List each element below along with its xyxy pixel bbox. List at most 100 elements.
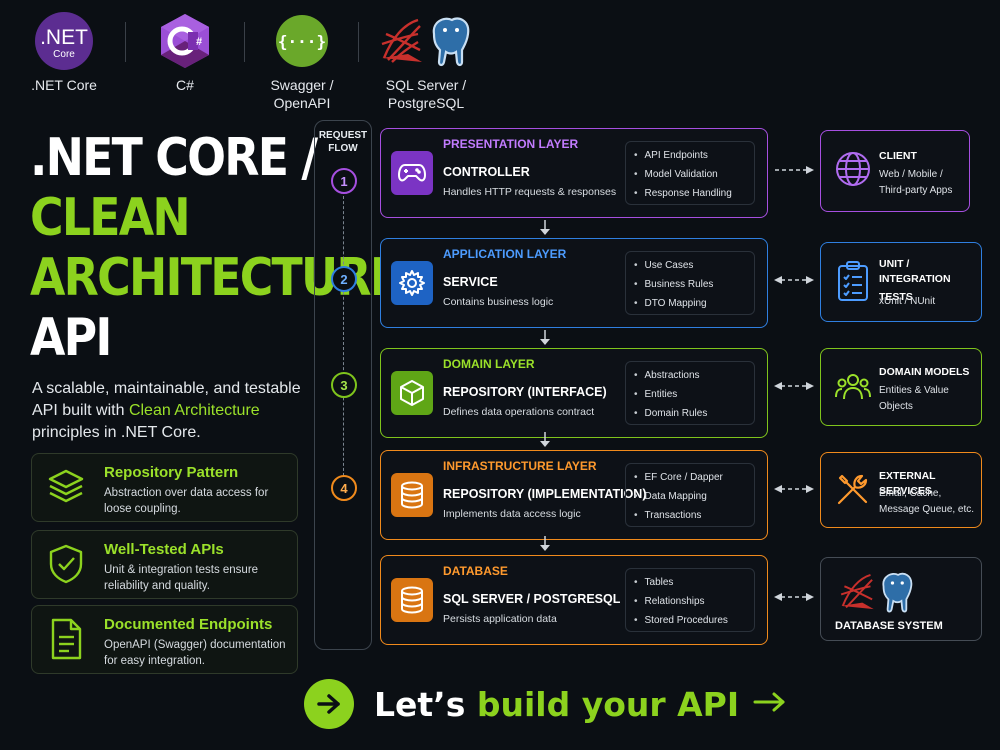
list-item: Domain Rules	[634, 404, 746, 423]
layer-tag: DOMAIN LAYER	[443, 357, 535, 371]
layer-items: Tables Relationships Stored Procedures	[625, 568, 755, 632]
layer-desc: Implements data access logic	[443, 508, 581, 520]
list-item: Response Handling	[634, 184, 746, 203]
hero-title-line2: CLEAN	[30, 188, 191, 248]
tech-label: PostgreSQL	[387, 95, 465, 111]
gamepad-icon	[391, 151, 433, 195]
side-database-system: DATABASE SYSTEM	[820, 557, 982, 641]
divider	[358, 22, 359, 62]
layer-name: REPOSITORY (IMPLEMENTATION)	[443, 487, 647, 501]
layer-tag: APPLICATION LAYER	[443, 247, 567, 261]
layer-domain: DOMAIN LAYER REPOSITORY (INTERFACE) Defi…	[380, 348, 768, 438]
hero-highlight: Clean Architecture	[128, 402, 260, 419]
layer-desc: Handles HTTP requests & responses	[443, 186, 617, 198]
flow-step-3: 3	[331, 372, 357, 398]
layer-name: CONTROLLER	[443, 165, 530, 179]
globe-icon	[833, 149, 873, 189]
hero-description: A scalable, maintainable, and testable A…	[32, 380, 301, 441]
down-arrow-icon	[540, 330, 550, 345]
layer-name: SQL SERVER / POSTGRESQL	[443, 592, 621, 606]
bidirectional-arrow-icon	[774, 593, 814, 601]
feature-card-repository-pattern: Repository Pattern Abstraction over data…	[31, 453, 298, 522]
list-item: Use Cases	[634, 256, 746, 275]
feature-card-documented-endpoints: Documented Endpoints OpenAPI (Swagger) d…	[31, 605, 298, 674]
list-item: Data Mapping	[634, 487, 746, 506]
arrow-right-icon	[753, 691, 787, 718]
list-item: Entities	[634, 385, 746, 404]
layer-tag: INFRASTRUCTURE LAYER	[443, 459, 597, 473]
feature-desc: Unit & integration tests ensure reliabil…	[104, 564, 259, 592]
database-icon	[391, 473, 433, 517]
tech-label: OpenAPI	[273, 95, 331, 111]
layer-desc: Contains business logic	[443, 296, 554, 308]
request-flow: REQUEST FLOW 1 2 3 4	[314, 120, 372, 650]
svg-text:.NET: .NET	[40, 26, 88, 49]
tech-sql-postgres: SQL Server / PostgreSQL	[376, 12, 476, 112]
side-desc: Web / Mobile / Third-party Apps	[879, 169, 953, 196]
layer-items: EF Core / Dapper Data Mapping Transactio…	[625, 463, 755, 527]
tools-icon	[833, 469, 873, 509]
side-external-services: EXTERNAL SERVICES Email, Cache, Message …	[820, 452, 982, 528]
bidirectional-arrow-icon	[774, 276, 814, 284]
list-item: Transactions	[634, 506, 746, 525]
layer-infrastructure: INFRASTRUCTURE LAYER REPOSITORY (IMPLEME…	[380, 450, 768, 540]
list-item: Abstractions	[634, 366, 746, 385]
cube-icon	[391, 371, 433, 415]
feature-card-well-tested: Well-Tested APIs Unit & integration test…	[31, 530, 298, 599]
side-desc: Email, Cache, Message Queue, etc.	[879, 488, 975, 515]
right-arrow-icon	[775, 166, 814, 174]
flow-step-2: 2	[331, 266, 357, 292]
tech-label: C#	[176, 77, 194, 93]
down-arrow-icon	[540, 220, 550, 235]
feature-title: Repository Pattern	[104, 464, 239, 481]
hero-title-line1: .NET CORE /	[30, 128, 318, 188]
arrow-right-circle-icon[interactable]	[304, 679, 354, 729]
side-title: DATABASE SYSTEM	[835, 620, 943, 632]
document-icon	[44, 616, 88, 662]
cta-text[interactable]: Let’s build your API	[374, 684, 740, 724]
list-item: Model Validation	[634, 165, 746, 184]
layer-desc: Defines data operations contract	[443, 406, 595, 418]
hero-title-line4: API	[30, 308, 112, 368]
bidirectional-arrow-icon	[774, 382, 814, 390]
cta-highlight: build your API	[476, 684, 740, 724]
side-title: EXTERNAL SERVICES	[879, 470, 936, 497]
hero-title: .NET CORE / CLEAN ARCHITECTURE API	[30, 128, 401, 368]
tech-dotnet: .NET Core .NET Core	[28, 12, 100, 94]
tech-csharp: # C#	[155, 12, 215, 94]
tech-label: .NET Core	[31, 77, 97, 93]
swagger-logo-icon: {···}	[273, 12, 331, 70]
feature-desc: Abstraction over data access for loose c…	[104, 487, 269, 515]
tech-label: SQL Server /	[385, 77, 467, 93]
svg-text:#: #	[196, 36, 202, 48]
list-item: API Endpoints	[634, 146, 746, 165]
layer-items: Use Cases Business Rules DTO Mapping	[625, 251, 755, 315]
side-client: CLIENT Web / Mobile / Third-party Apps	[820, 130, 970, 212]
feature-title: Well-Tested APIs	[104, 541, 224, 558]
layer-name: SERVICE	[443, 275, 498, 289]
list-item: EF Core / Dapper	[634, 468, 746, 487]
clipboard-check-icon	[833, 261, 873, 301]
side-desc: Entities & Value Objects	[879, 385, 949, 412]
feature-desc: OpenAPI (Swagger) documentation for easy…	[104, 639, 286, 667]
layer-tag: DATABASE	[443, 564, 508, 578]
list-item: Business Rules	[634, 275, 746, 294]
tech-swagger: {···} Swagger / OpenAPI	[262, 12, 342, 112]
down-arrow-icon	[540, 432, 550, 447]
side-title: DOMAIN MODELS	[879, 366, 970, 378]
flow-dashed-line	[343, 191, 344, 491]
svg-text:{···}: {···}	[278, 32, 326, 51]
sql-postgres-logo-icon	[835, 570, 919, 619]
feature-title: Documented Endpoints	[104, 616, 273, 633]
tech-label: Swagger /	[270, 77, 334, 93]
list-item: Tables	[634, 573, 746, 592]
layer-items: Abstractions Entities Domain Rules	[625, 361, 755, 425]
request-flow-title: REQUEST FLOW	[318, 130, 368, 154]
gear-icon	[391, 261, 433, 305]
database-icon	[391, 578, 433, 622]
cta-banner[interactable]: Let’s build your API	[304, 678, 787, 730]
svg-text:Core: Core	[53, 49, 75, 60]
divider	[125, 22, 126, 62]
list-item: Stored Procedures	[634, 611, 746, 630]
shield-check-icon	[44, 541, 88, 587]
